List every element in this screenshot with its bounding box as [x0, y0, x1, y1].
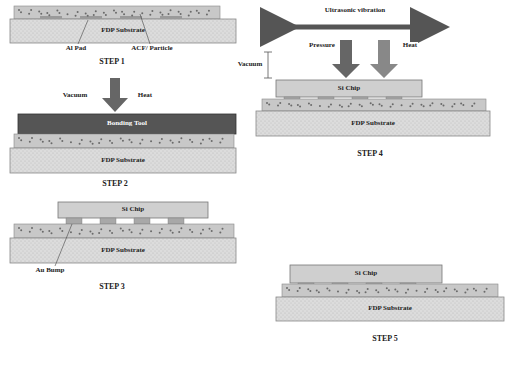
- layer-box: Si Chip: [276, 80, 422, 97]
- substrate-bar: [10, 19, 236, 43]
- part-label: Ultrasonic vibration: [324, 7, 386, 15]
- step-label: STEP 1: [98, 58, 126, 67]
- pressure-arrow: [332, 40, 360, 78]
- acf-film: [282, 284, 498, 297]
- leader-line: [78, 20, 88, 44]
- layer-box: FDP Substrate: [276, 297, 504, 321]
- layer-label: FDP Substrate: [101, 157, 145, 165]
- part-label: Vacuum: [237, 61, 264, 69]
- layer-box: Si Chip: [58, 202, 208, 218]
- part-label: Heat: [137, 92, 153, 100]
- layer-label: Si Chip: [338, 85, 360, 93]
- step-label: STEP 2: [101, 180, 129, 189]
- layer-label: Si Chip: [122, 206, 144, 214]
- part-label: Vacuum: [62, 92, 89, 100]
- vibration-arrow: [280, 25, 430, 30]
- layer-label: Si Chip: [355, 270, 377, 278]
- part-label: Au Bump: [35, 267, 66, 275]
- substrate-bar: [276, 297, 504, 321]
- substrate-bar: [10, 148, 236, 173]
- layer-label: FDP Substrate: [368, 305, 412, 313]
- layer-box: FDP Substrate: [10, 19, 236, 43]
- layer-box: Si Chip: [290, 265, 442, 283]
- down-arrow: [102, 78, 128, 112]
- layer-label: FDP Substrate: [351, 120, 395, 128]
- chip-bar: [290, 265, 442, 283]
- vacuum-bracket: [264, 52, 272, 78]
- chip-bar: [58, 202, 208, 218]
- layer-box: Bonding Tool: [18, 114, 236, 134]
- layer-box: FDP Substrate: [256, 111, 490, 136]
- au-bumps: [66, 218, 184, 224]
- step-label: STEP 3: [98, 283, 126, 292]
- part-label: Heat: [402, 42, 418, 50]
- acf-particles: [18, 9, 488, 294]
- al-pads: [40, 16, 182, 19]
- acf-film: [14, 224, 234, 238]
- acf-film: [14, 6, 220, 19]
- layer-box: FDP Substrate: [10, 148, 236, 173]
- substrate-bar: [10, 238, 236, 263]
- acf-film: [262, 99, 486, 111]
- layer-box: FDP Substrate: [10, 238, 236, 263]
- chip-bar: [276, 80, 422, 97]
- step-label: STEP 5: [371, 335, 399, 344]
- layer-label: FDP Substrate: [101, 27, 145, 35]
- step-label: STEP 4: [356, 150, 384, 159]
- layer-label: FDP Substrate: [101, 247, 145, 255]
- leader-line: [55, 224, 72, 266]
- acf-film: [14, 134, 234, 148]
- layer-label: Bonding Tool: [107, 120, 147, 128]
- substrate-bar: [256, 111, 490, 136]
- heat-arrow: [370, 40, 398, 78]
- part-label: Pressure: [308, 42, 336, 50]
- part-label: Al Pad: [65, 45, 87, 53]
- bonding-tool-bar: [18, 114, 236, 134]
- part-label: ACF/ Particle: [130, 45, 173, 53]
